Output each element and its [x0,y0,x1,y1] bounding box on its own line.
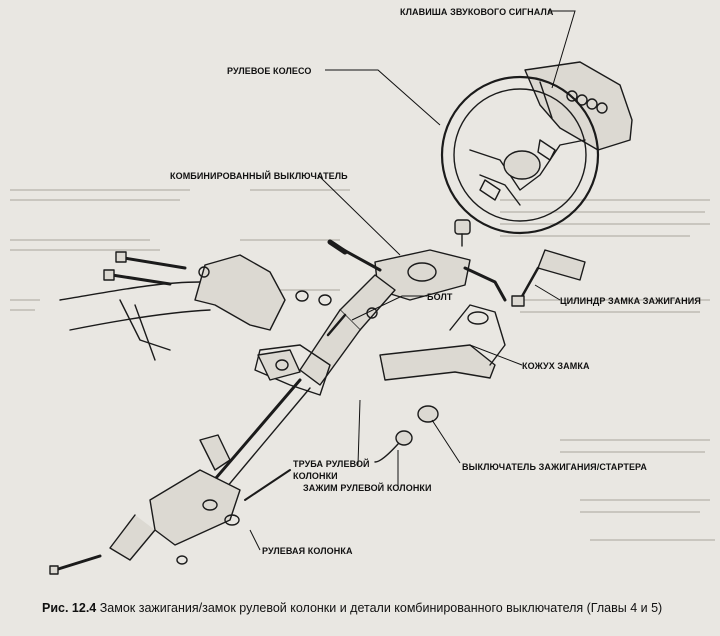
leader-combination-switch [317,174,401,256]
label-ignition-cylinder: ЦИЛИНДР ЗАМКА ЗАЖИГАНИЯ [560,296,701,306]
label-column-clamp: ЗАЖИМ РУЛЕВОЙ КОЛОНКИ [303,483,432,493]
label-column-tube-line2: КОЛОНКИ [293,471,338,481]
leader-steering-wheel [325,69,441,126]
label-column-tube-line1: ТРУБА РУЛЕВОЙ [293,459,370,469]
combination-switch-part [327,239,507,302]
label-steering-column: РУЛЕВАЯ КОЛОНКА [262,546,353,556]
label-lock-housing: КОЖУХ ЗАМКА [522,361,590,371]
label-bolt: БОЛТ [427,292,453,302]
caption-number: Рис. 12.4 [42,601,97,615]
leader-column-tube [357,399,361,466]
bolt-part [326,313,347,337]
column-clamp-part [257,349,301,381]
lock-housing-part [379,304,506,381]
column-tube-part [254,274,396,396]
steering-column-part [49,378,311,575]
background-text [10,189,715,541]
leader-lock-housing [469,344,523,366]
bolts-part [103,251,332,306]
leader-ignition-cylinder [534,284,561,301]
label-horn-key: КЛАВИША ЗВУКОВОГО СИГНАЛА [400,7,554,17]
steering-wheel-part [440,75,600,235]
leader-horn-key [548,10,576,89]
ignition-cylinder-part [511,249,586,307]
ignition-switch-part [374,405,439,463]
leader-ignition-switch [431,419,461,464]
wheel-connector-part [454,219,471,247]
leader-steering-column [249,529,261,551]
label-combination-switch: КОМБИНИРОВАННЫЙ ВЫКЛЮЧАТЕЛЬ [170,171,348,181]
leader-lines [249,10,576,551]
caption-text: Замок зажигания/замок рулевой колонки и … [99,601,663,615]
label-ignition-switch: ВЫКЛЮЧАТЕЛЬ ЗАЖИГАНИЯ/СТАРТЕРА [462,462,647,472]
mounting-bracket-part [59,254,286,361]
label-steering-wheel: РУЛЕВОЕ КОЛЕСО [227,66,312,76]
horn-pad-part [524,61,633,151]
leader-bolt [351,295,427,321]
figure-caption: Рис. 12.4 Замок зажигания/замок рулевой … [42,601,662,615]
